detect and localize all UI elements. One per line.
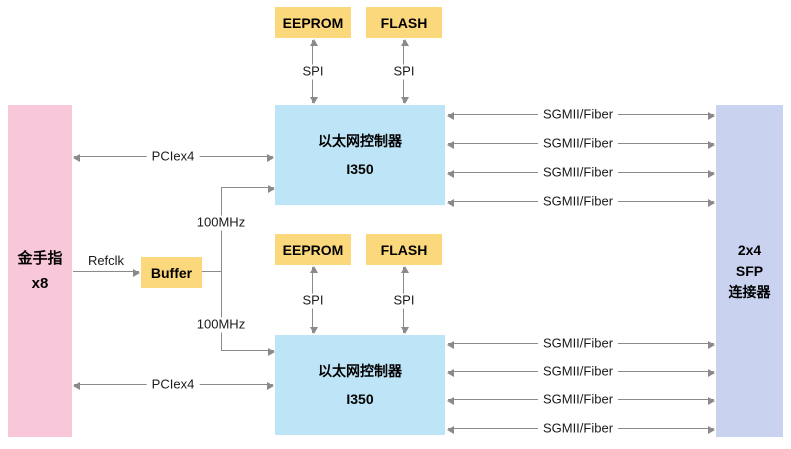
refclk-label: Refclk — [87, 253, 125, 269]
sfp-connector-block: 2x4 SFP 连接器 — [716, 105, 783, 437]
spi-label-top-flash: SPI — [388, 64, 420, 80]
sgmii-label-4: SGMII/Fiber — [537, 194, 619, 210]
i350-bottom-block: 以太网控制器 I350 — [275, 335, 445, 435]
clk100-label-bottom: 100MHz — [191, 317, 251, 333]
sgmii-label-1: SGMII/Fiber — [537, 107, 619, 123]
spi-label-top-eeprom: SPI — [297, 64, 329, 80]
goldfinger-label-line2: x8 — [31, 275, 49, 292]
spi-label-bottom-eeprom: SPI — [297, 293, 329, 309]
clk-arrow-top — [222, 184, 275, 193]
sgmii-label-8: SGMII/Fiber — [537, 421, 619, 437]
i350-top-label-line2: I350 — [346, 161, 374, 177]
buffer-block: Buffer — [141, 257, 202, 288]
clk-vertical-line — [221, 187, 222, 351]
sgmii-label-6: SGMII/Fiber — [537, 364, 619, 380]
refclk-arrow — [73, 268, 140, 277]
pciex4-label-top: PCIex4 — [146, 149, 200, 165]
sfp-label-line2: SFP — [735, 262, 764, 279]
i350-top-label-line1: 以太网控制器 — [318, 133, 402, 149]
pciex4-label-bottom: PCIex4 — [146, 377, 200, 393]
clk-arrow-bottom — [222, 347, 275, 356]
sgmii-label-3: SGMII/Fiber — [537, 165, 619, 181]
sgmii-label-2: SGMII/Fiber — [537, 136, 619, 152]
goldfinger-label-line1: 金手指 — [17, 249, 63, 267]
spi-label-bottom-flash: SPI — [388, 293, 420, 309]
i350-top-block: 以太网控制器 I350 — [275, 105, 445, 205]
flash-top-block: FLASH — [366, 7, 442, 38]
eeprom-bottom-label: EEPROM — [282, 241, 344, 258]
clk100-label-top: 100MHz — [191, 215, 251, 231]
goldfinger-block: 金手指 x8 — [8, 105, 72, 437]
sgmii-label-5: SGMII/Fiber — [537, 336, 619, 352]
sfp-label-line3: 连接器 — [728, 283, 771, 300]
flash-top-label: FLASH — [380, 14, 428, 31]
eeprom-top-label: EEPROM — [282, 14, 344, 31]
i350-bottom-label-line2: I350 — [346, 391, 374, 407]
eeprom-bottom-block: EEPROM — [275, 234, 351, 265]
sgmii-label-7: SGMII/Fiber — [537, 392, 619, 408]
buffer-label: Buffer — [150, 264, 193, 281]
sfp-label-line1: 2x4 — [737, 241, 762, 258]
eeprom-top-block: EEPROM — [275, 7, 351, 38]
flash-bottom-block: FLASH — [366, 234, 442, 265]
flash-bottom-label: FLASH — [380, 241, 428, 258]
i350-bottom-label-line1: 以太网控制器 — [318, 363, 402, 379]
clk-stub-line — [202, 271, 222, 272]
